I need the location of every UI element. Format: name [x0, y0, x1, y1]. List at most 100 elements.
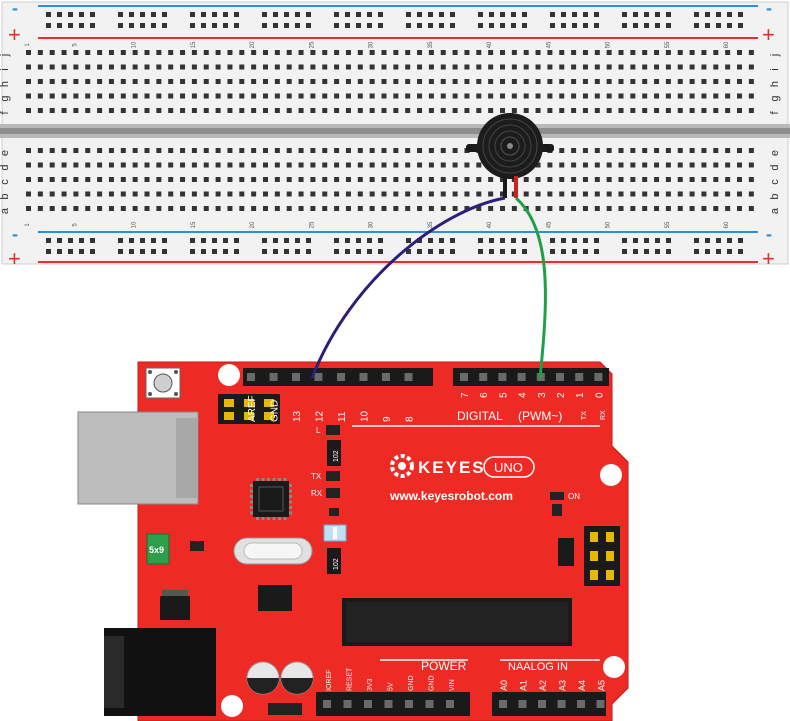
breadboard-hole — [594, 12, 599, 17]
breadboard-hole — [97, 108, 103, 113]
breadboard-hole — [151, 12, 156, 17]
pin-label: 3V3 — [367, 678, 374, 691]
breadboard-hole — [108, 191, 114, 197]
breadboard-hole — [284, 238, 289, 243]
breadboard-hole — [440, 108, 446, 113]
breadboard-hole — [37, 50, 43, 55]
capacitor — [246, 661, 280, 695]
breadboard-hole — [140, 249, 145, 254]
breadboard-hole — [572, 238, 577, 243]
breadboard-hole — [156, 148, 162, 153]
breadboard-hole — [716, 249, 721, 254]
breadboard-hole — [251, 108, 257, 113]
pin-label: A3 — [558, 680, 568, 691]
resistor-array — [323, 524, 347, 542]
breadboard-hole — [665, 148, 671, 153]
breadboard-hole — [500, 12, 505, 17]
pin-label: 0 — [594, 392, 605, 398]
breadboard-hole — [594, 64, 600, 70]
breadboard-hole — [622, 23, 627, 28]
breadboard-hole — [511, 79, 517, 84]
breadboard-hole — [180, 64, 186, 70]
breadboard-hole — [737, 64, 742, 70]
breadboard-hole — [655, 12, 660, 17]
row-letter: g — [769, 95, 781, 101]
header-pin — [596, 700, 605, 708]
breadboard-hole — [357, 64, 363, 70]
breadboard-hole — [345, 148, 351, 153]
breadboard-hole — [203, 50, 209, 55]
header-pin — [518, 700, 527, 708]
chip-pin — [272, 517, 276, 520]
digital-header-left-pins — [247, 373, 413, 381]
breadboard-hole — [606, 64, 612, 70]
column-number: 1 — [25, 43, 31, 47]
breadboard-hole — [274, 177, 280, 182]
header-pin — [556, 373, 564, 381]
breadboard-hole — [168, 191, 174, 197]
pin-label: 10 — [360, 410, 371, 422]
breadboard-hole — [140, 238, 145, 243]
breadboard-hole — [727, 23, 732, 28]
breadboard-hole — [295, 249, 300, 254]
breadboard-hole — [550, 238, 555, 243]
breadboard-hole — [523, 108, 529, 113]
icsp-header-right — [584, 526, 620, 586]
breadboard-hole — [654, 108, 660, 113]
reset-button[interactable] — [145, 367, 181, 399]
breadboard-hole — [417, 23, 422, 28]
breadboard-hole — [417, 93, 423, 99]
breadboard-hole — [748, 148, 754, 153]
breadboard-hole — [322, 79, 328, 84]
breadboard-hole — [405, 148, 411, 153]
breadboard-hole — [559, 79, 565, 84]
breadboard-hole — [594, 108, 600, 113]
breadboard-hole — [203, 191, 209, 197]
breadboard-hole — [227, 108, 233, 113]
breadboard-hole — [73, 206, 79, 211]
breadboard-hole — [642, 191, 648, 197]
breadboard-hole — [345, 238, 350, 243]
breadboard-hole — [405, 50, 411, 55]
breadboard-hole — [618, 50, 624, 55]
breadboard-hole — [393, 108, 399, 113]
breadboard-hole — [334, 23, 339, 28]
breadboard-hole — [298, 206, 304, 211]
breadboard-hole — [322, 50, 328, 55]
chip-pin — [250, 506, 253, 509]
breadboard-hole — [476, 108, 482, 113]
breadboard-hole — [262, 238, 267, 243]
row-letter: d — [769, 164, 781, 170]
breadboard-hole — [428, 238, 433, 243]
breadboard-hole — [633, 249, 638, 254]
breadboard-hole — [571, 148, 577, 153]
breadboard-hole — [571, 206, 577, 211]
breadboard-hole — [49, 162, 55, 168]
breadboard-hole — [144, 93, 150, 99]
breadboard-hole — [439, 23, 444, 28]
breadboard-hole — [286, 162, 292, 168]
breadboard-hole — [108, 206, 114, 211]
breadboard-hole — [572, 249, 577, 254]
breadboard-hole — [705, 249, 710, 254]
breadboard-hole — [633, 238, 638, 243]
breadboard-hole — [666, 238, 671, 243]
breadboard-hole — [417, 64, 423, 70]
breadboard-hole — [488, 206, 494, 211]
breadboard-hole — [295, 12, 300, 17]
breadboard-hole — [298, 191, 304, 197]
breadboard-hole — [622, 238, 627, 243]
breadboard-hole — [234, 12, 239, 17]
chip-pin — [267, 478, 270, 481]
breadboard-hole — [737, 191, 742, 197]
breadboard-hole — [180, 148, 186, 153]
breadboard-hole — [322, 177, 328, 182]
breadboard-hole — [274, 191, 280, 197]
breadboard-hole — [381, 206, 387, 211]
breadboard-hole — [57, 238, 62, 243]
breadboard-hole — [73, 79, 79, 84]
breadboard-hole — [559, 108, 565, 113]
breadboard-hole — [572, 12, 577, 17]
pin-label: AREF — [247, 395, 258, 422]
